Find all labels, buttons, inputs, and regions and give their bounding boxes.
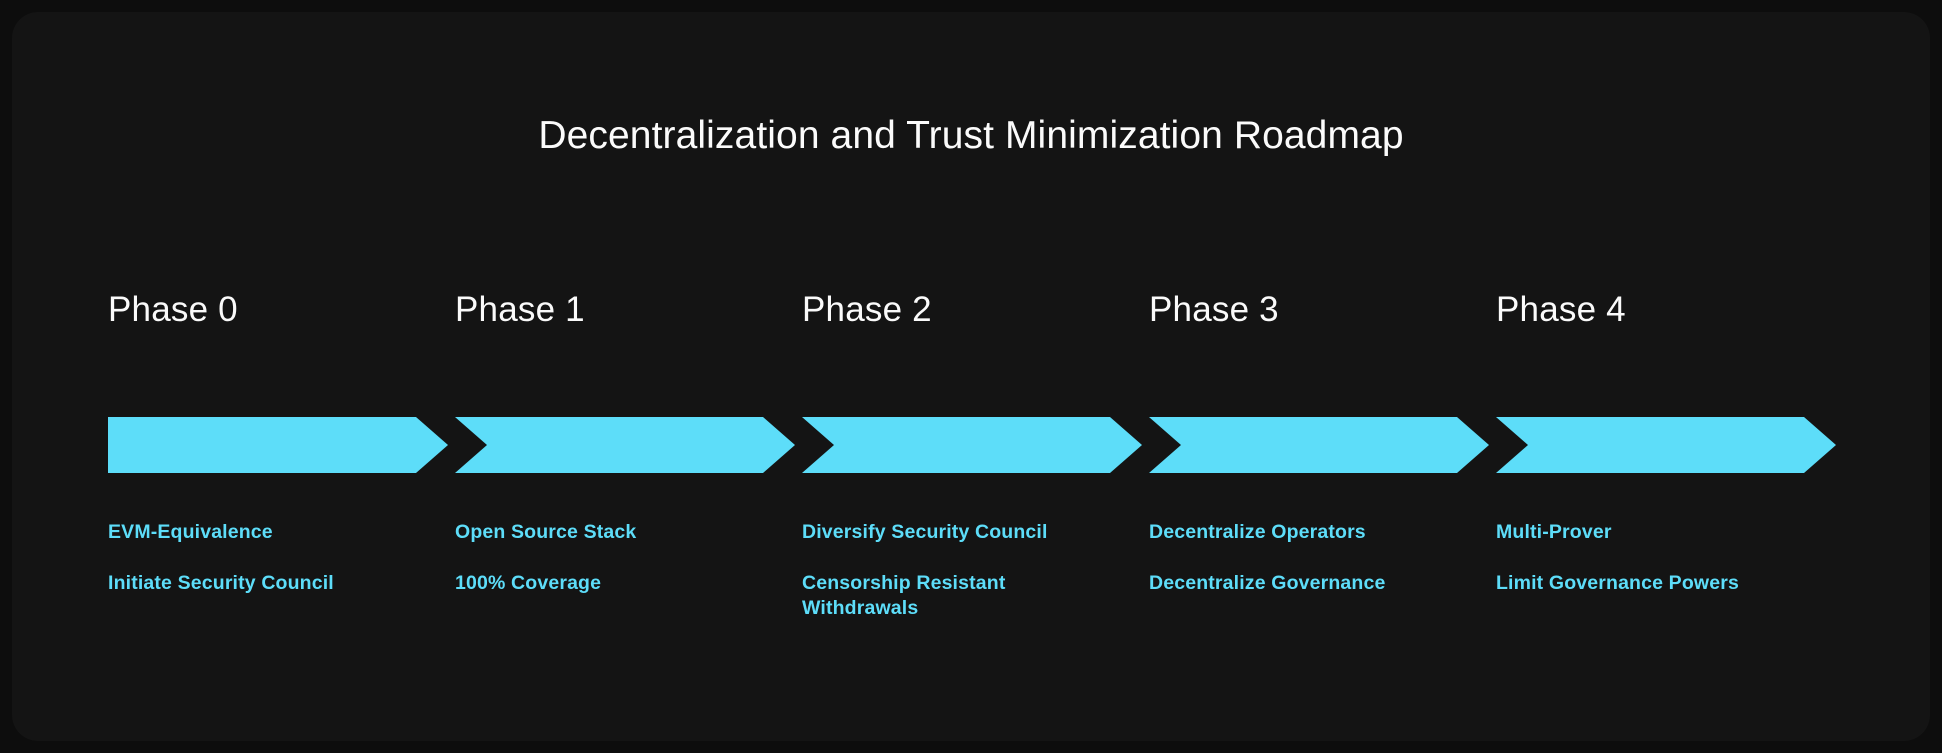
phase-column-4: Phase 4 Multi-Prover Limit Governance Po… <box>1412 12 1759 741</box>
phase-label-1: Phase 1 <box>455 290 585 329</box>
phase-arrow-4 <box>1496 417 1836 473</box>
phase-item[interactable]: 100% Coverage <box>455 571 602 594</box>
phase-item[interactable]: Censorship Resistant Withdrawals <box>802 571 1006 619</box>
phase-items-2: Diversify Security Council Censorship Re… <box>802 520 1092 621</box>
phase-label-2: Phase 2 <box>802 290 932 329</box>
phase-item[interactable]: Open Source Stack <box>455 521 637 543</box>
phase-label-0: Phase 0 <box>108 290 238 329</box>
phase-item[interactable]: Multi-Prover <box>1496 521 1612 543</box>
phase-column-1: Phase 1 Open Source Stack 100% Coverage <box>371 12 718 741</box>
phase-item[interactable]: Initiate Security Council <box>108 571 334 594</box>
phase-arrow-2 <box>802 417 1142 473</box>
phase-arrow-3 <box>1149 417 1489 473</box>
phase-items-1: Open Source Stack 100% Coverage <box>455 520 745 596</box>
phase-arrow-1 <box>455 417 795 473</box>
phase-label-3: Phase 3 <box>1149 290 1279 329</box>
phase-column-0: Phase 0 EVM-Equivalence Initiate Securit… <box>24 12 371 741</box>
phase-items-0: EVM-Equivalence Initiate Security Counci… <box>108 520 398 596</box>
roadmap-panel: Decentralization and Trust Minimization … <box>12 12 1930 741</box>
phase-item[interactable]: Decentralize Governance <box>1149 571 1386 594</box>
phase-items-3: Decentralize Operators Decentralize Gove… <box>1149 520 1439 596</box>
phase-column-3: Phase 3 Decentralize Operators Decentral… <box>1065 12 1412 741</box>
phase-arrow-0 <box>108 417 448 473</box>
page-title: Decentralization and Trust Minimization … <box>538 114 1404 157</box>
phase-item[interactable]: Diversify Security Council <box>802 521 1048 543</box>
phase-items-4: Multi-Prover Limit Governance Powers <box>1496 520 1786 596</box>
phase-column-2: Phase 2 Diversify Security Council Censo… <box>718 12 1065 741</box>
phase-item[interactable]: Decentralize Operators <box>1149 521 1366 543</box>
phase-item[interactable]: Limit Governance Powers <box>1496 571 1739 594</box>
phase-label-4: Phase 4 <box>1496 290 1626 329</box>
phase-item[interactable]: EVM-Equivalence <box>108 521 273 543</box>
